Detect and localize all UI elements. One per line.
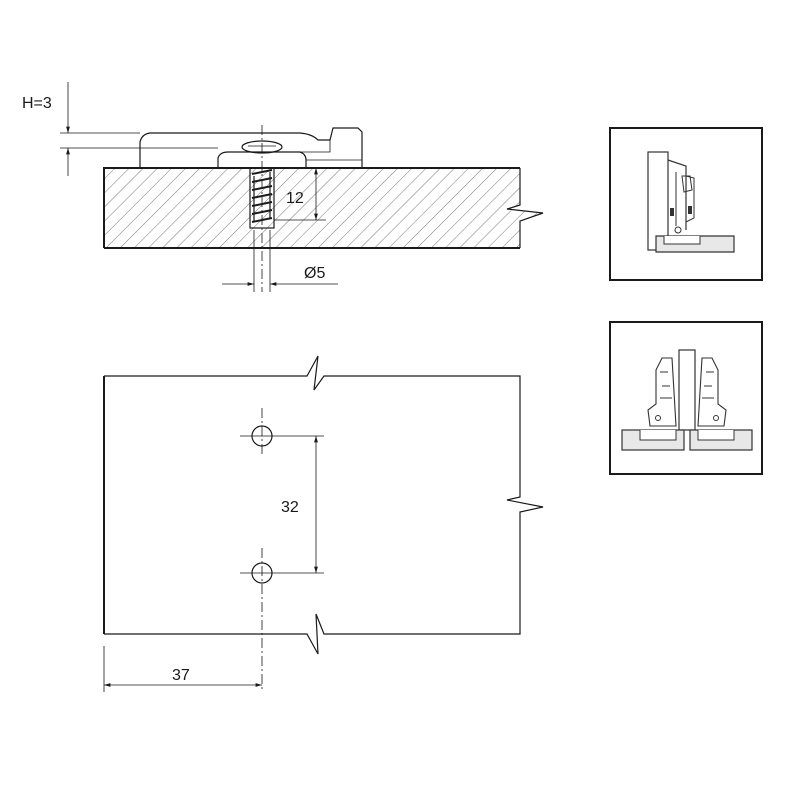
diameter-dimension: Ø5: [222, 230, 338, 292]
plan-view: 32 37: [103, 355, 544, 692]
diameter-label: Ø5: [304, 265, 325, 282]
hinge-side-view-icon: [609, 127, 763, 281]
spacing-label: 32: [281, 499, 299, 516]
drill-hole-upper: [240, 408, 324, 456]
depth-label: 12: [286, 190, 304, 207]
side-section-view: H=3 12 Ø5: [22, 82, 544, 292]
edge-offset-dimension: 37: [103, 646, 262, 692]
panel-outline: [103, 355, 544, 655]
spacing-dimension: 32: [281, 436, 318, 573]
hinge-pair-view-icon: [609, 321, 763, 475]
height-label: H=3: [22, 95, 52, 112]
panel-section: [103, 167, 544, 249]
depth-dimension: 12: [274, 167, 326, 221]
drill-hole-lower: [240, 548, 324, 692]
edge-offset-label: 37: [172, 667, 190, 684]
height-dimension: H=3: [22, 82, 218, 176]
